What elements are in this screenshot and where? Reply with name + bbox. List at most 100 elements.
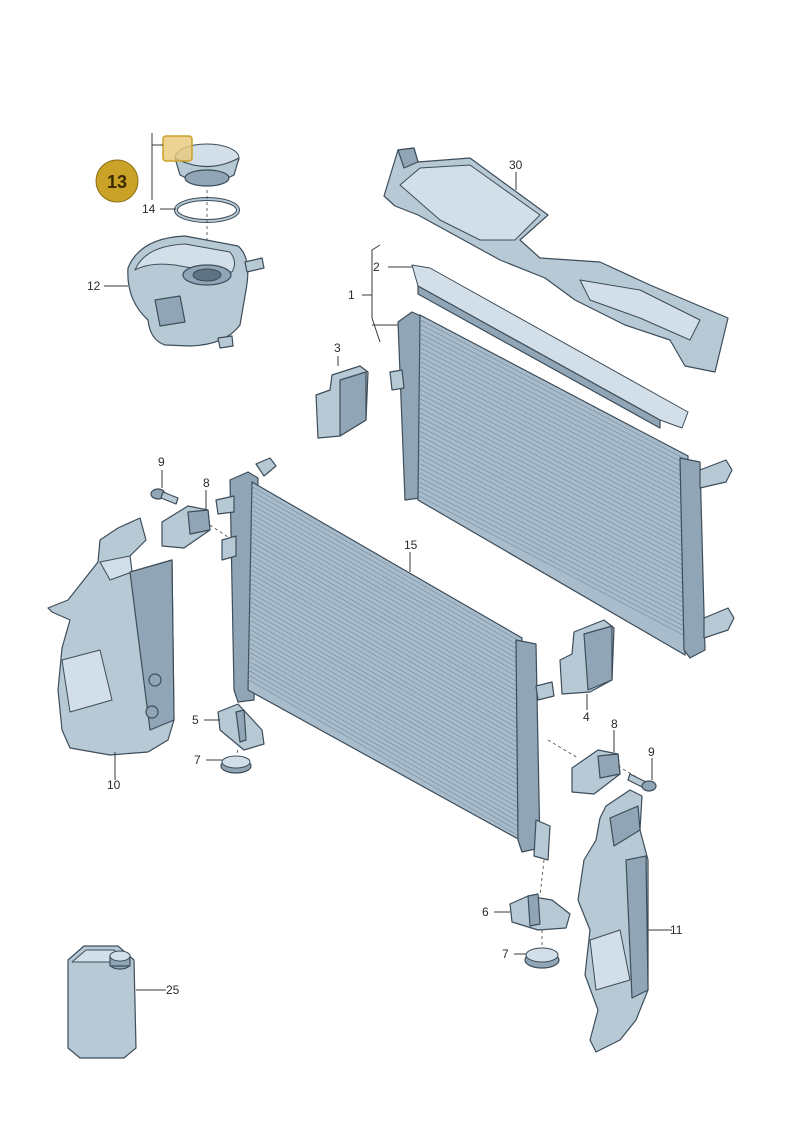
fin-line — [251, 504, 522, 662]
fin-line — [249, 587, 521, 744]
fin-line — [417, 490, 687, 633]
fin-line — [249, 596, 520, 754]
fin-line — [419, 370, 688, 512]
fin-line — [419, 379, 688, 522]
fin-line — [418, 411, 688, 554]
fin-line — [250, 559, 521, 717]
fin-line — [418, 458, 687, 600]
part-13-coolant-cap[interactable] — [162, 135, 240, 187]
label-2: 2 — [373, 260, 380, 274]
part-1-rear-radiator[interactable] — [389, 311, 735, 659]
fin-line — [418, 471, 687, 614]
rear-radiator-fins — [417, 319, 689, 637]
fin-line — [419, 342, 688, 485]
fin-line — [418, 453, 687, 596]
label-10: 10 — [107, 778, 121, 792]
fin-line — [251, 486, 523, 643]
fin-line — [419, 384, 688, 526]
fin-line — [249, 614, 520, 772]
fin-line — [248, 637, 520, 795]
fin-line — [249, 605, 520, 763]
part-9-bolt-left[interactable] — [150, 488, 179, 505]
fin-line — [418, 434, 687, 577]
label-8-right: 8 — [611, 717, 618, 731]
fin-line — [418, 393, 688, 535]
label-1: 1 — [348, 288, 355, 302]
fin-line — [418, 439, 687, 582]
part-2-seal-strip[interactable] — [411, 264, 689, 429]
fin-line — [250, 532, 522, 689]
fin-line — [250, 527, 522, 685]
label-9-left: 9 — [158, 455, 165, 469]
part-5-lower-mount[interactable] — [217, 703, 265, 751]
fin-line — [418, 481, 687, 623]
fin-line — [418, 430, 687, 572]
fin-line — [250, 550, 521, 708]
label-12: 12 — [87, 279, 101, 293]
fin-line — [248, 642, 520, 800]
label-14: 14 — [142, 202, 156, 216]
label-30: 30 — [509, 158, 523, 172]
fin-line — [250, 564, 521, 721]
fin-line — [418, 402, 688, 545]
part-12-expansion-tank[interactable] — [127, 235, 265, 349]
fin-line — [418, 444, 687, 586]
fin-line — [248, 660, 519, 818]
fin-line — [251, 513, 522, 671]
label-5: 5 — [192, 713, 199, 727]
part-8-mount-left[interactable] — [161, 505, 211, 549]
part-7-rubber-mount-right[interactable] — [524, 947, 560, 969]
part-11-right-air-duct[interactable] — [577, 789, 649, 1053]
fin-line — [251, 500, 522, 657]
fin-line — [418, 407, 688, 549]
fin-line — [248, 646, 519, 804]
fin-line — [419, 388, 688, 531]
fin-line — [418, 467, 687, 609]
fin-line — [248, 623, 520, 781]
part-4-bracket[interactable] — [559, 619, 615, 695]
front-radiator-fins — [247, 486, 523, 836]
part-8-mount-right[interactable] — [571, 749, 621, 795]
fin-line — [250, 545, 521, 703]
label-13: 13 — [107, 172, 127, 192]
fin-line — [419, 323, 689, 466]
fin-line — [251, 509, 522, 666]
fin-line — [417, 485, 687, 628]
fin-line — [248, 628, 520, 786]
fin-line — [248, 669, 519, 827]
fin-line — [251, 490, 523, 648]
part-15-front-radiator[interactable] — [215, 457, 555, 861]
part-9-bolt-right[interactable] — [627, 773, 657, 792]
part-6-lower-mount[interactable] — [509, 893, 571, 931]
fin-line — [418, 416, 688, 559]
part-10-left-air-duct[interactable] — [47, 517, 175, 756]
fin-line — [251, 495, 522, 653]
part-30-upper-air-guide[interactable] — [383, 147, 729, 373]
part-13-badge[interactable]: 13 — [95, 159, 139, 203]
fin-line — [418, 476, 687, 619]
label-3: 3 — [334, 341, 341, 355]
fin-line — [249, 619, 520, 777]
fin-line — [250, 568, 521, 726]
fin-line — [419, 365, 688, 508]
part-7-rubber-mount-left[interactable] — [220, 755, 252, 774]
fin-line — [419, 356, 688, 498]
fin-line — [249, 610, 520, 767]
fin-line — [251, 518, 522, 676]
fin-line — [250, 536, 522, 694]
fin-line — [419, 360, 688, 503]
fin-line — [247, 679, 519, 836]
fin-line — [419, 319, 689, 461]
part-25-coolant-bottle[interactable] — [67, 945, 137, 1059]
fin-line — [249, 578, 521, 735]
fin-line — [418, 425, 687, 568]
part-3-bracket[interactable] — [315, 365, 369, 439]
fin-line — [249, 573, 521, 731]
fin-line — [418, 448, 687, 591]
fin-line — [250, 522, 522, 680]
fin-line — [419, 337, 688, 480]
fin-line — [418, 397, 688, 540]
label-4: 4 — [583, 710, 590, 724]
label-9-right: 9 — [648, 745, 655, 759]
